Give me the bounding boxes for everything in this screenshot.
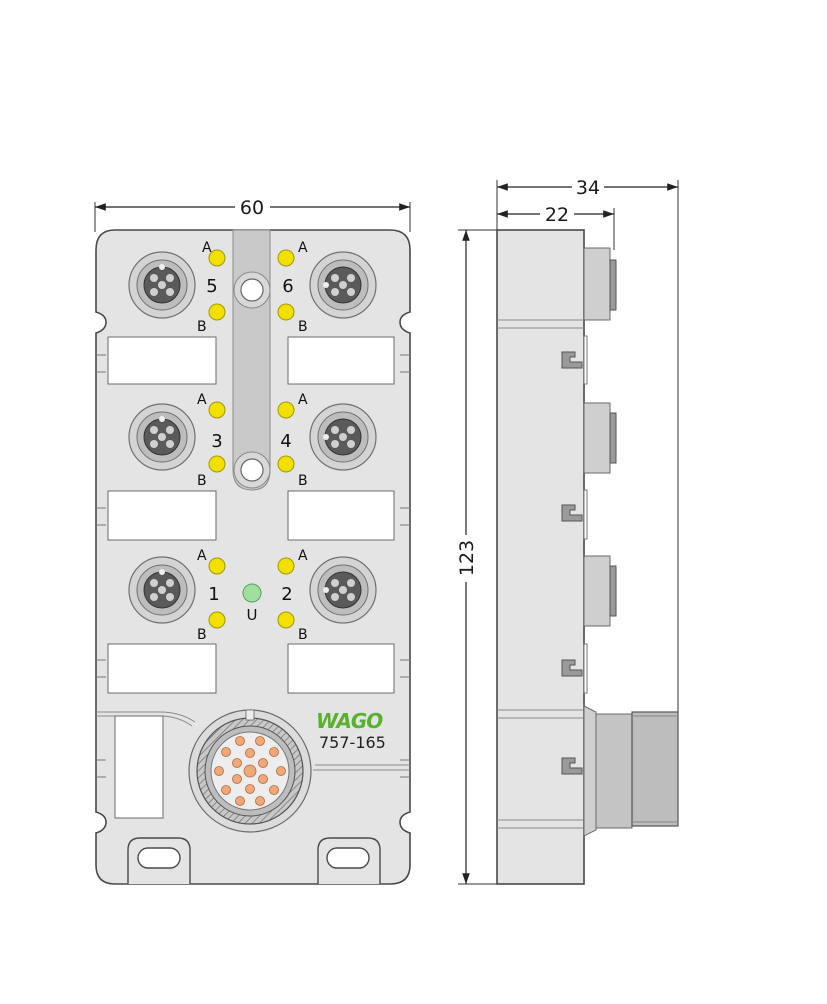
- port-5-a-label: A: [202, 240, 212, 256]
- port-1-b-label: B: [197, 627, 207, 643]
- port-6-b-label: B: [298, 319, 308, 335]
- side-view: [496, 229, 679, 885]
- article-number: 757-165: [319, 733, 386, 752]
- status-leds: [208, 249, 295, 629]
- mounting-hole-middle: [240, 458, 264, 482]
- housing-side: [496, 229, 585, 885]
- port-4-connector: [309, 403, 377, 471]
- port-3-a-label: A: [197, 392, 207, 408]
- dimension-width-side-total: 34: [496, 177, 679, 715]
- led-3a: [208, 401, 226, 419]
- dimension-width-side-body: 22: [497, 204, 615, 250]
- led-2b: [277, 611, 295, 629]
- port-2-number: 2: [281, 584, 292, 605]
- led-power-u: [242, 583, 262, 603]
- label-window: [287, 490, 395, 541]
- dimension-34-label: 34: [576, 177, 600, 199]
- port-2-b-label: B: [298, 627, 308, 643]
- port-1-a-label: A: [197, 548, 207, 564]
- side-m8-socket: [583, 402, 617, 474]
- dimension-60-label: 60: [240, 197, 264, 219]
- side-m8-socket: [583, 247, 617, 321]
- label-window: [287, 643, 395, 694]
- led-1a: [208, 557, 226, 575]
- led-5b: [208, 303, 226, 321]
- mounting-slot-left: [137, 847, 181, 869]
- port-6-number: 6: [282, 276, 293, 297]
- port-6-connector: [309, 251, 377, 319]
- port-4-number: 4: [280, 431, 291, 452]
- dimension-width-front: 60: [94, 197, 411, 232]
- mounting-hole-top: [240, 278, 264, 302]
- port-6-a-label: A: [298, 240, 308, 256]
- front-view: A 5 B A 6 B A 3 B A 4 B A 1 B A 2 B U: [95, 229, 411, 885]
- port-4-a-label: A: [298, 392, 308, 408]
- led-4a: [277, 401, 295, 419]
- led-6a: [277, 249, 295, 267]
- label-window: [107, 490, 217, 541]
- led-6b: [277, 303, 295, 321]
- side-m8-socket: [583, 555, 617, 627]
- dimension-22-label: 22: [545, 204, 569, 226]
- housing-front: [95, 229, 411, 885]
- port-2-connector: [309, 556, 377, 624]
- label-window: [287, 336, 395, 385]
- port-3-b-label: B: [197, 473, 207, 489]
- central-strip: [232, 229, 271, 491]
- port-1-number: 1: [208, 584, 219, 605]
- side-clips: [561, 351, 583, 775]
- led-5a: [208, 249, 226, 267]
- led-2a: [277, 557, 295, 575]
- port-5-number: 5: [206, 276, 217, 297]
- port-labels: A 5 B A 6 B A 3 B A 4 B A 1 B A 2 B U: [197, 240, 308, 643]
- port-4-b-label: B: [298, 473, 308, 489]
- led-1b: [208, 611, 226, 629]
- label-window: [107, 336, 217, 385]
- side-m23-plug: [583, 705, 679, 837]
- port-3-connector: [128, 403, 196, 471]
- mounting-slot-right: [326, 847, 370, 869]
- port-3-number: 3: [211, 431, 222, 452]
- power-led-label: U: [247, 606, 258, 624]
- dimension-height: 123: [456, 229, 497, 885]
- dimension-123-label: 123: [456, 540, 478, 576]
- label-window: [107, 643, 217, 694]
- led-3b: [208, 455, 226, 473]
- port-5-b-label: B: [197, 319, 207, 335]
- port-1-connector: [128, 556, 196, 624]
- led-4b: [277, 455, 295, 473]
- port-5-connector: [128, 251, 196, 319]
- main-m23-connector: [188, 709, 312, 833]
- port-2-a-label: A: [298, 548, 308, 564]
- wago-logo: WAGO: [316, 709, 383, 733]
- label-window-large: [114, 715, 164, 819]
